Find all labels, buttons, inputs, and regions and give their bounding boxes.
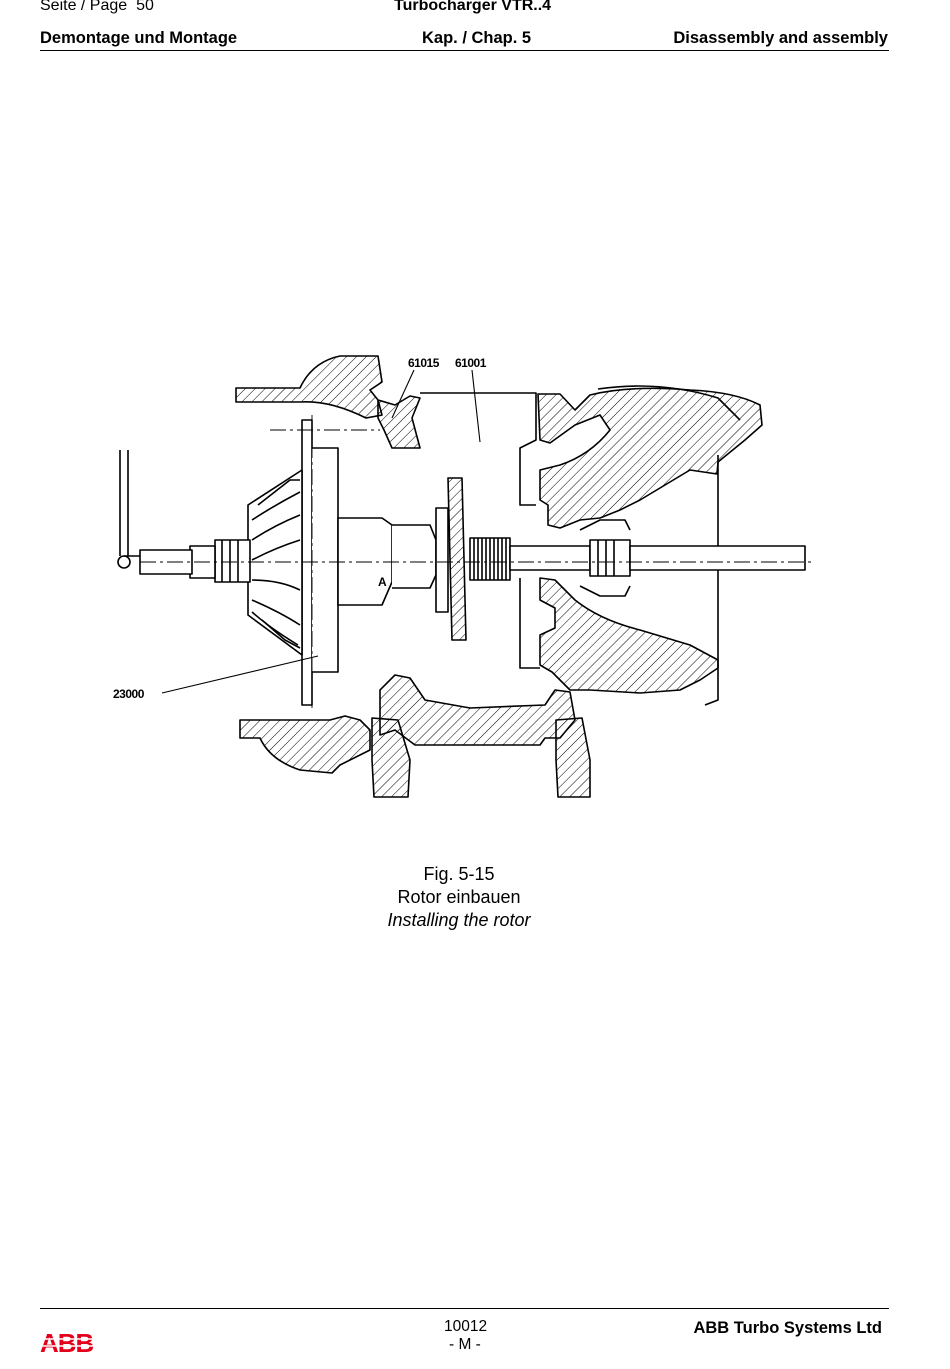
svg-text:ABB: ABB <box>40 1330 94 1356</box>
chapter-label: Kap. / Chap. 5 <box>422 29 532 47</box>
abb-logo: ABB <box>40 1330 100 1356</box>
callout-61015: 61015 <box>408 356 440 370</box>
figure-title-de: Rotor einbauen <box>397 887 521 907</box>
footer-rule <box>40 1308 889 1309</box>
marker-a: A <box>378 575 387 589</box>
figure-title-en: Installing the rotor <box>387 910 531 930</box>
header-rule <box>40 50 889 51</box>
document-number: 10012 <box>444 1318 488 1335</box>
page-label: Seite / Page 50 <box>40 0 154 15</box>
company-name: ABB Turbo Systems Ltd <box>693 1319 882 1337</box>
page-number: 50 <box>136 0 154 14</box>
section-title-de: Demontage und Montage <box>40 29 238 47</box>
figure-number: Fig. 5-15 <box>423 864 495 884</box>
callout-23000: 23000 <box>113 687 145 701</box>
product-title: Turbocharger VTR..4 <box>394 0 552 14</box>
section-title-en: Disassembly and assembly <box>673 29 888 47</box>
rotor-installation-drawing: A 61015 61001 23000 <box>113 355 815 798</box>
revision-label: - M - <box>449 1336 481 1353</box>
callout-61001: 61001 <box>455 356 487 370</box>
